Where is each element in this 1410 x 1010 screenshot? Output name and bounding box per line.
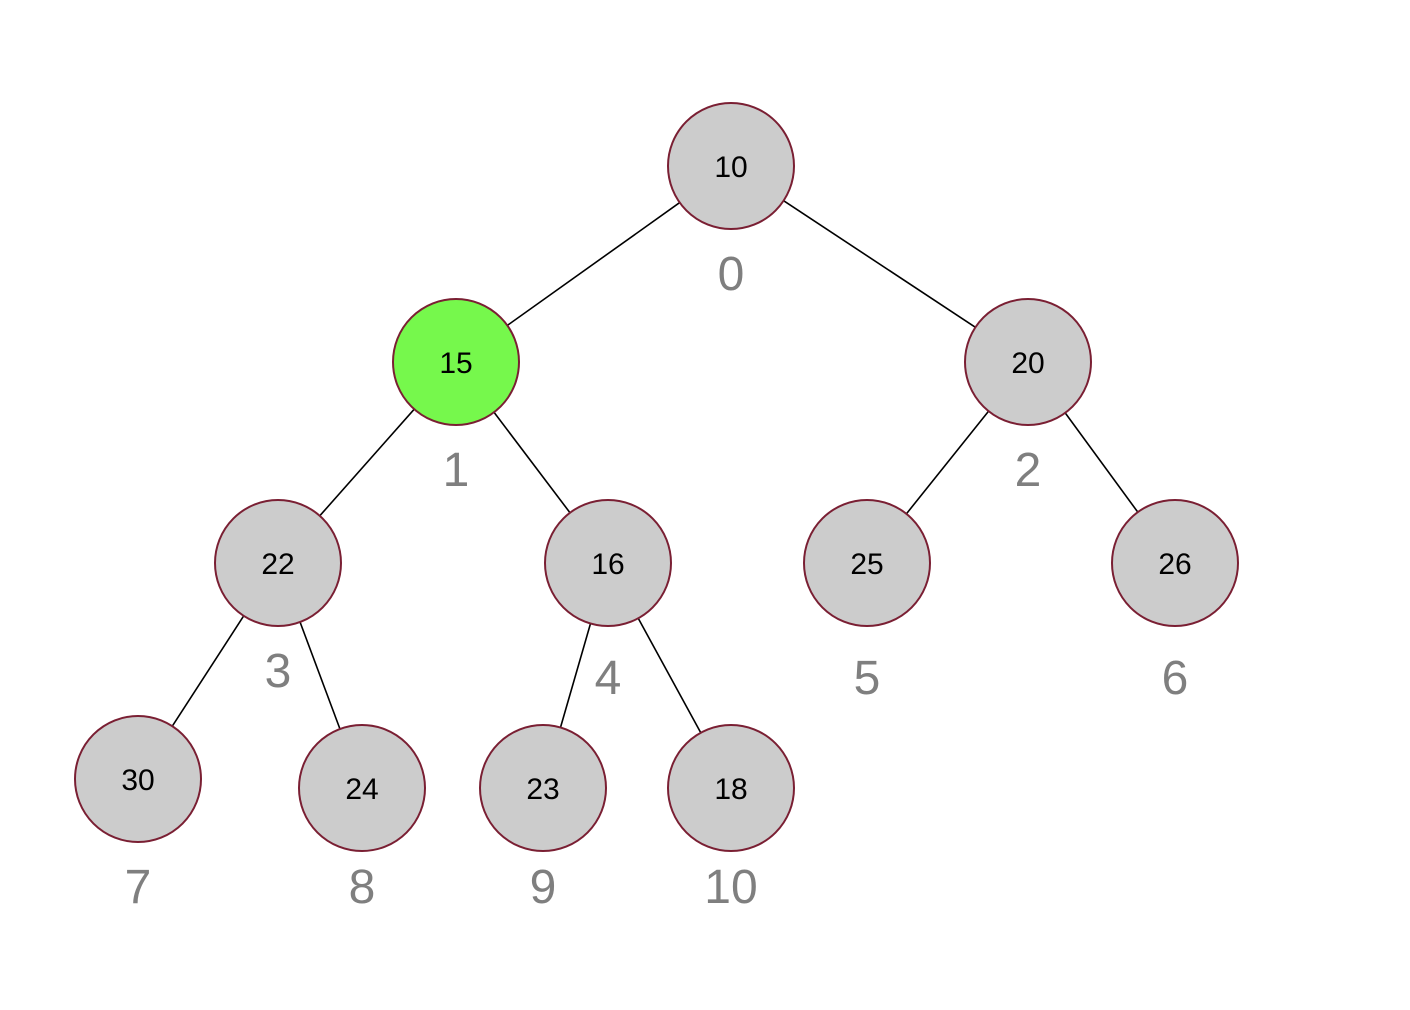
edge-1-3 xyxy=(319,408,415,517)
edge-0-1 xyxy=(506,201,681,327)
node-circle xyxy=(479,724,607,852)
node-circle xyxy=(298,724,426,852)
tree-node-0: 10 0 xyxy=(667,102,795,301)
edge-3-8 xyxy=(299,621,341,730)
node-value: 26 xyxy=(1158,548,1191,581)
node-value: 10 xyxy=(714,151,747,184)
tree-node-3: 22 3 xyxy=(214,499,342,698)
tree-node-1: 15 1 xyxy=(392,298,520,497)
node-index-label: 3 xyxy=(265,645,292,698)
node-circle xyxy=(1111,499,1239,627)
node-index-label: 1 xyxy=(443,444,470,497)
tree-node-8: 24 8 xyxy=(298,724,426,914)
node-circle xyxy=(544,499,672,627)
tree-node-5: 25 5 xyxy=(803,499,931,705)
node-circle xyxy=(803,499,931,627)
tree-node-6: 26 6 xyxy=(1111,499,1239,705)
edge-0-2 xyxy=(783,200,976,328)
node-circle xyxy=(667,724,795,852)
node-value: 15 xyxy=(439,347,472,380)
node-index-label: 9 xyxy=(530,861,557,914)
node-circle xyxy=(964,298,1092,426)
node-circle xyxy=(214,499,342,627)
tree-node-2: 20 2 xyxy=(964,298,1092,497)
node-value: 24 xyxy=(345,773,378,806)
node-index-label: 2 xyxy=(1015,444,1042,497)
edge-4-10 xyxy=(637,617,702,734)
tree-node-7: 30 7 xyxy=(74,715,202,914)
node-index-label: 7 xyxy=(125,861,152,914)
tree-node-4: 16 4 xyxy=(544,499,672,705)
node-index-label: 8 xyxy=(349,861,376,914)
node-value: 16 xyxy=(591,548,624,581)
node-index-label: 0 xyxy=(718,248,745,301)
node-index-label: 6 xyxy=(1162,652,1189,705)
node-value: 23 xyxy=(526,773,559,806)
edge-2-6 xyxy=(1064,412,1139,513)
node-index-label: 4 xyxy=(595,652,622,705)
tree-node-9: 23 9 xyxy=(479,724,607,914)
node-index-label: 5 xyxy=(854,652,881,705)
node-value: 18 xyxy=(714,773,747,806)
edges-layer xyxy=(171,200,1139,734)
node-value: 25 xyxy=(850,548,883,581)
node-value: 22 xyxy=(261,548,294,581)
edge-3-7 xyxy=(171,615,245,727)
node-index-label: 10 xyxy=(704,861,757,914)
highlighted-node-circle xyxy=(392,298,520,426)
edge-2-5 xyxy=(905,410,990,515)
edge-1-4 xyxy=(493,411,571,514)
node-circle xyxy=(74,715,202,843)
edge-4-9 xyxy=(559,623,592,728)
node-value: 20 xyxy=(1011,347,1044,380)
node-circle xyxy=(667,102,795,230)
node-value: 30 xyxy=(121,764,154,797)
